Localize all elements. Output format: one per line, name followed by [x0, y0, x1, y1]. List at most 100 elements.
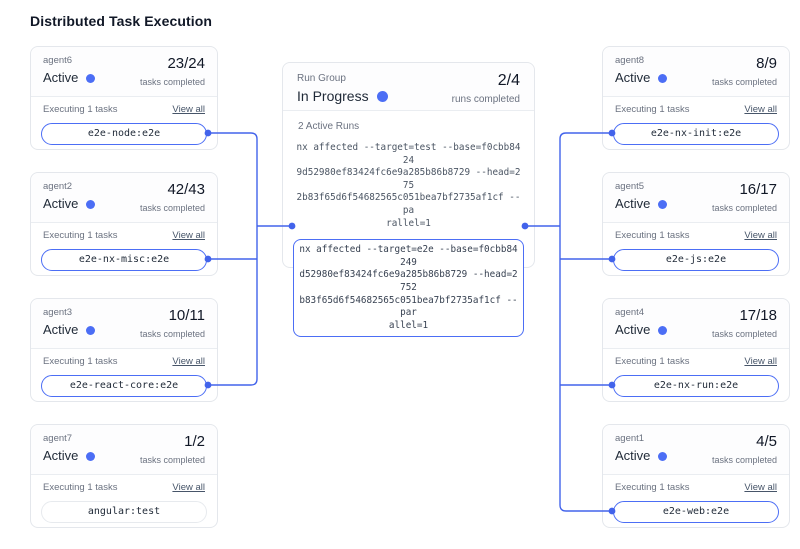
agent-card-header: agent2 Active 42/43 tasks completed [31, 173, 217, 223]
agent-status-label: Active [615, 70, 651, 85]
tasks-completed-label: tasks completed [139, 329, 205, 339]
agent-status-label: Active [43, 322, 79, 337]
active-status-dot-icon [86, 199, 96, 209]
tasks-progress: 4/5 [756, 433, 777, 450]
active-status-dot-icon [86, 73, 96, 83]
agent-status-label: Active [615, 448, 651, 463]
tasks-completed-label: tasks completed [711, 455, 777, 465]
agent-card-header: agent6 Active 23/24 tasks completed [31, 47, 217, 97]
executing-label: Executing 1 tasks [615, 230, 690, 241]
run-group-header: Run Group In Progress 2/4 runs completed [283, 63, 534, 111]
tasks-progress: 1/2 [184, 433, 205, 450]
run-command[interactable]: nx affected --target=test --base=f0cbb84… [296, 142, 521, 229]
agent-status: Active [615, 70, 668, 86]
task-pill[interactable]: e2e-nx-run:e2e [613, 375, 779, 397]
agent-card-agent3: agent3 Active 10/11 tasks completed Exec… [30, 298, 218, 402]
task-pill[interactable]: e2e-react-core:e2e [41, 375, 207, 397]
agent-status: Active [615, 448, 668, 464]
agent-status: Active [43, 70, 96, 86]
tasks-completed-label: tasks completed [139, 455, 205, 465]
active-status-dot-icon [86, 451, 96, 461]
agent-status-label: Active [43, 448, 79, 463]
executing-label: Executing 1 tasks [43, 230, 118, 241]
run-command-highlighted[interactable]: nx affected --target=e2e --base=f0cbb842… [293, 239, 524, 338]
agent-card-agent4: agent4 Active 17/18 tasks completed Exec… [602, 298, 790, 402]
agent-status-label: Active [43, 196, 79, 211]
view-all-link[interactable]: View all [744, 482, 777, 493]
agent-card-agent2: agent2 Active 42/43 tasks completed Exec… [30, 172, 218, 276]
task-pill[interactable]: e2e-nx-init:e2e [613, 123, 779, 145]
agent-name: agent3 [43, 307, 73, 318]
in-progress-status-dot-icon [376, 91, 388, 102]
agent-card-header: agent5 Active 16/17 tasks completed [603, 173, 789, 223]
agent-card-header: agent7 Active 1/2 tasks completed [31, 425, 217, 475]
agent-name: agent1 [615, 433, 645, 444]
agent-card-header: agent1 Active 4/5 tasks completed [603, 425, 789, 475]
executing-label: Executing 1 tasks [615, 104, 690, 115]
runs-progress: 2/4 [497, 72, 520, 89]
agent-name: agent7 [43, 433, 73, 444]
tasks-progress: 16/17 [739, 181, 777, 198]
agent-name: agent2 [43, 181, 73, 192]
run-group-card: Run Group In Progress 2/4 runs completed… [282, 62, 535, 338]
agent-status-label: Active [615, 322, 651, 337]
view-all-link[interactable]: View all [172, 482, 205, 493]
agent-card-agent7: agent7 Active 1/2 tasks completed Execut… [30, 424, 218, 528]
page-title: Distributed Task Execution [30, 13, 213, 29]
tasks-progress: 17/18 [739, 307, 777, 324]
agent-card-header: agent8 Active 8/9 tasks completed [603, 47, 789, 97]
view-all-link[interactable]: View all [744, 104, 777, 115]
task-pill[interactable]: e2e-node:e2e [41, 123, 207, 145]
run-command-text: nx affected --target=e2e --base=f0cbb842… [299, 244, 518, 331]
tasks-progress: 8/9 [756, 55, 777, 72]
agent-status: Active [615, 196, 668, 212]
tasks-completed-label: tasks completed [139, 203, 205, 213]
task-pill[interactable]: angular:test [41, 501, 207, 523]
agent-card-agent1: agent1 Active 4/5 tasks completed Execut… [602, 424, 790, 528]
run-group-status: In Progress [297, 88, 388, 105]
agent-name: agent6 [43, 55, 73, 66]
tasks-progress: 42/43 [167, 181, 205, 198]
agent-card-agent6: agent6 Active 23/24 tasks completed Exec… [30, 46, 218, 150]
view-all-link[interactable]: View all [172, 230, 205, 241]
agent-status: Active [615, 322, 668, 338]
agent-name: agent8 [615, 55, 645, 66]
runs-completed-label: runs completed [451, 94, 520, 105]
agent-name: agent5 [615, 181, 645, 192]
active-status-dot-icon [658, 451, 668, 461]
tasks-completed-label: tasks completed [711, 77, 777, 87]
agent-card-agent8: agent8 Active 8/9 tasks completed Execut… [602, 46, 790, 150]
agent-card-header: agent4 Active 17/18 tasks completed [603, 299, 789, 349]
agent-name: agent4 [615, 307, 645, 318]
executing-label: Executing 1 tasks [43, 104, 118, 115]
agent-card-header: agent3 Active 10/11 tasks completed [31, 299, 217, 349]
active-runs-label: 2 Active Runs [298, 121, 360, 132]
tasks-progress: 23/24 [167, 55, 205, 72]
tasks-completed-label: tasks completed [711, 329, 777, 339]
agent-card-agent5: agent5 Active 16/17 tasks completed Exec… [602, 172, 790, 276]
run-group-label: Run Group [297, 73, 346, 84]
view-all-link[interactable]: View all [744, 356, 777, 367]
view-all-link[interactable]: View all [172, 356, 205, 367]
executing-label: Executing 1 tasks [43, 356, 118, 367]
tasks-progress: 10/11 [168, 307, 205, 324]
tasks-completed-label: tasks completed [711, 203, 777, 213]
agent-status: Active [43, 322, 96, 338]
executing-label: Executing 1 tasks [615, 482, 690, 493]
agent-status-label: Active [43, 70, 79, 85]
active-status-dot-icon [658, 73, 668, 83]
task-pill[interactable]: e2e-web:e2e [613, 501, 779, 523]
executing-label: Executing 1 tasks [615, 356, 690, 367]
task-pill[interactable]: e2e-js:e2e [613, 249, 779, 271]
task-pill[interactable]: e2e-nx-misc:e2e [41, 249, 207, 271]
agent-status: Active [43, 448, 96, 464]
tasks-completed-label: tasks completed [139, 77, 205, 87]
agent-status: Active [43, 196, 96, 212]
active-status-dot-icon [86, 325, 96, 335]
view-all-link[interactable]: View all [744, 230, 777, 241]
view-all-link[interactable]: View all [172, 104, 205, 115]
agent-status-label: Active [615, 196, 651, 211]
active-status-dot-icon [658, 325, 668, 335]
run-group-status-label: In Progress [297, 88, 369, 104]
active-status-dot-icon [658, 199, 668, 209]
